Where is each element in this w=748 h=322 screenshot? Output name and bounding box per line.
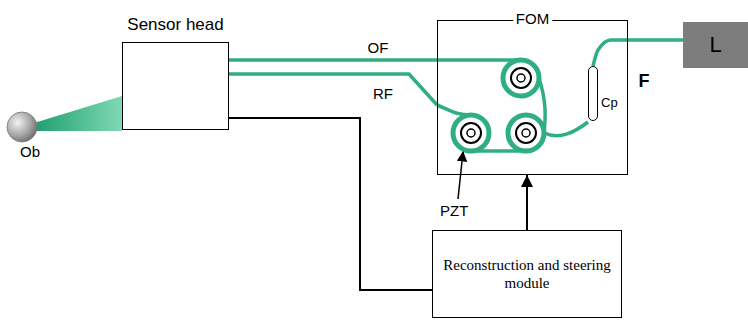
coupler-bar: Cp xyxy=(588,66,598,121)
signal-wire xyxy=(229,118,432,290)
leader-arrow xyxy=(458,152,463,199)
node-text: L xyxy=(709,32,721,58)
control-arrow xyxy=(526,175,528,230)
internal-fibers xyxy=(437,60,588,151)
fom-box: FOMCp xyxy=(437,20,628,175)
object-label: Ob xyxy=(18,143,42,160)
node-text: Sensor head xyxy=(127,15,223,35)
fiber-label: OF xyxy=(366,39,391,56)
fiber-coil xyxy=(453,115,489,151)
node-text: Cp xyxy=(601,95,618,111)
fiber-link xyxy=(229,74,437,105)
object-sphere xyxy=(7,112,37,142)
fiber-link xyxy=(229,58,437,62)
laser-box: L xyxy=(683,22,748,68)
sensor-head-box: Sensor head xyxy=(122,42,229,130)
fiber-coil xyxy=(508,115,544,151)
module-box: Reconstruction and steering module xyxy=(432,230,622,318)
fiber-label: RF xyxy=(371,85,395,102)
part-label: PZT xyxy=(438,202,470,219)
fiber-label: F xyxy=(637,71,652,92)
fiber-coil xyxy=(503,60,539,96)
node-text: FOM xyxy=(513,10,552,28)
node-text: Reconstruction and steering module xyxy=(441,256,613,292)
fiber-link xyxy=(593,40,683,66)
light-beam xyxy=(34,96,122,131)
